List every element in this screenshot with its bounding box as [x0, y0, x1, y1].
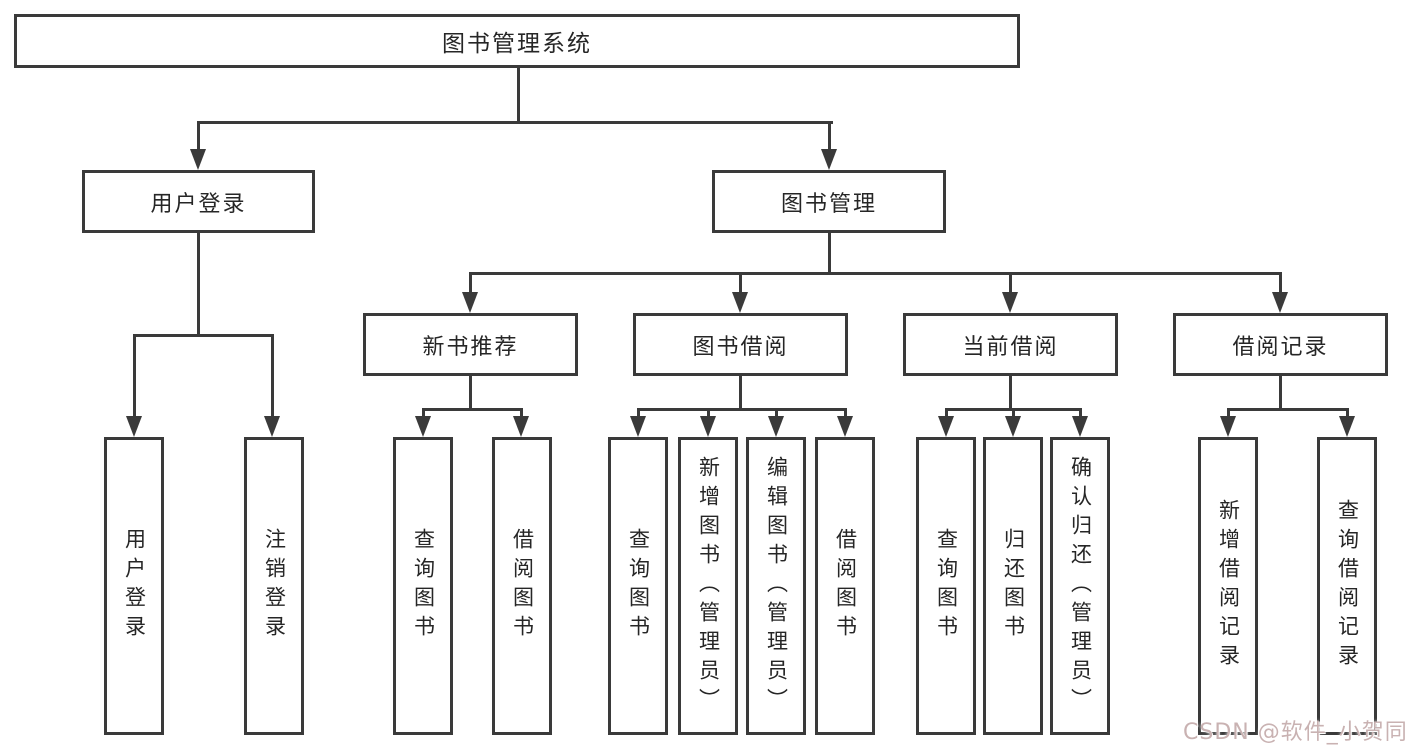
- arrow-down-icon: [126, 416, 142, 437]
- connector-line: [133, 334, 136, 420]
- connector-line: [197, 233, 200, 336]
- connector-line: [197, 121, 833, 124]
- arrow-down-icon: [415, 416, 431, 437]
- node-book-management: 图书管理: [712, 170, 946, 233]
- node-label: 查询图书: [934, 528, 959, 644]
- node-label: 借阅图书: [510, 528, 535, 644]
- connector-line: [1012, 408, 1015, 422]
- leaf-user-login: 用户登录: [104, 437, 164, 735]
- connector-line: [828, 233, 831, 274]
- arrow-down-icon: [264, 416, 280, 437]
- arrow-down-icon: [700, 416, 716, 437]
- node-label: 用户登录: [150, 191, 247, 217]
- arrow-down-icon: [1220, 416, 1236, 437]
- leaf-query-borrow-record: 查询借阅记录: [1317, 437, 1377, 735]
- connector-line: [133, 334, 274, 337]
- connector-line: [1279, 376, 1282, 411]
- arrow-down-icon: [732, 292, 748, 313]
- connector-line: [422, 408, 523, 411]
- leaf-borrow-books-2: 借阅图书: [815, 437, 875, 735]
- connector-line: [637, 408, 847, 411]
- node-label: 归还图书: [1001, 528, 1026, 644]
- leaf-query-books-2: 查询图书: [608, 437, 668, 735]
- connector-line: [1227, 408, 1349, 411]
- node-label: 新增图书（管理员）: [696, 455, 721, 717]
- connector-line: [637, 408, 640, 422]
- connector-line: [739, 272, 742, 296]
- arrow-down-icon: [462, 292, 478, 313]
- arrow-down-icon: [837, 416, 853, 437]
- node-book-borrow: 图书借阅: [633, 313, 848, 376]
- node-borrow-records: 借阅记录: [1173, 313, 1388, 376]
- connector-line: [1279, 272, 1282, 296]
- connector-line: [828, 121, 831, 153]
- arrow-down-icon: [190, 149, 206, 170]
- node-user-login: 用户登录: [82, 170, 315, 233]
- node-label: 编辑图书（管理员）: [764, 455, 789, 717]
- watermark: CSDN @软件_小贺同学: [1183, 720, 1405, 745]
- arrow-down-icon: [821, 149, 837, 170]
- connector-line: [520, 408, 523, 422]
- connector-line: [775, 408, 778, 422]
- node-label: 当前借阅: [962, 334, 1059, 360]
- node-current-borrow: 当前借阅: [903, 313, 1118, 376]
- arrow-down-icon: [938, 416, 954, 437]
- connector-line: [271, 334, 274, 420]
- arrow-down-icon: [1005, 416, 1021, 437]
- connector-line: [1227, 408, 1230, 422]
- connector-line: [469, 272, 472, 296]
- node-label: 借阅记录: [1232, 334, 1329, 360]
- connector-line: [469, 376, 472, 411]
- arrow-down-icon: [630, 416, 646, 437]
- connector-line: [844, 408, 847, 422]
- arrow-down-icon: [768, 416, 784, 437]
- connector-line: [422, 408, 425, 422]
- leaf-borrow-books-1: 借阅图书: [492, 437, 552, 735]
- arrow-down-icon: [1002, 292, 1018, 313]
- node-label: 用户登录: [122, 528, 147, 644]
- node-label: 查询借阅记录: [1335, 499, 1360, 673]
- node-label: 查询图书: [626, 528, 651, 644]
- node-label: 借阅图书: [833, 528, 858, 644]
- connector-line: [1009, 272, 1012, 296]
- connector-line: [707, 408, 710, 422]
- leaf-edit-books-admin: 编辑图书（管理员）: [746, 437, 806, 735]
- node-label: 新书推荐: [422, 334, 519, 360]
- connector-line: [197, 121, 200, 153]
- node-label: 图书借阅: [692, 334, 789, 360]
- node-label: 确认归还（管理员）: [1068, 455, 1093, 717]
- node-label: 查询图书: [411, 528, 436, 644]
- connector-line: [517, 68, 520, 123]
- arrow-down-icon: [1072, 416, 1088, 437]
- leaf-return-books: 归还图书: [983, 437, 1043, 735]
- node-label: 新增借阅记录: [1216, 499, 1241, 673]
- node-label: 注销登录: [262, 528, 287, 644]
- arrow-down-icon: [1339, 416, 1355, 437]
- leaf-logout: 注销登录: [244, 437, 304, 735]
- leaf-query-books-3: 查询图书: [916, 437, 976, 735]
- node-root: 图书管理系统: [14, 14, 1020, 68]
- arrow-down-icon: [1272, 292, 1288, 313]
- connector-line: [1009, 376, 1012, 411]
- node-label: 图书管理: [780, 191, 877, 217]
- connector-line: [1346, 408, 1349, 422]
- leaf-add-borrow-record: 新增借阅记录: [1198, 437, 1258, 735]
- node-new-book-recommend: 新书推荐: [363, 313, 578, 376]
- arrow-down-icon: [513, 416, 529, 437]
- connector-line: [739, 376, 742, 411]
- connector-line: [1079, 408, 1082, 422]
- leaf-query-books-1: 查询图书: [393, 437, 453, 735]
- node-label: 图书管理系统: [442, 31, 592, 57]
- leaf-add-books-admin: 新增图书（管理员）: [678, 437, 738, 735]
- leaf-confirm-return-admin: 确认归还（管理员）: [1050, 437, 1110, 735]
- connector-line: [945, 408, 948, 422]
- connector-line: [469, 272, 1282, 275]
